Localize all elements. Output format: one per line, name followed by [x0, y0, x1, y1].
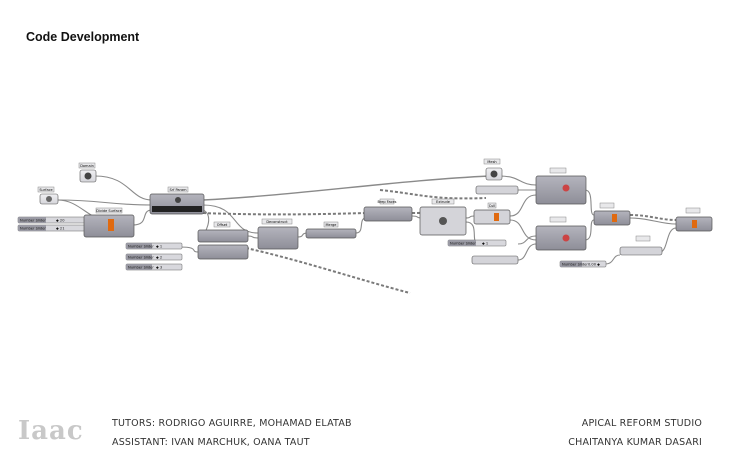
svg-text:Extrude: Extrude [436, 200, 450, 204]
wire [629, 214, 677, 221]
brep-faces-node[interactable]: Brep Faces [363, 198, 413, 222]
wire [584, 219, 595, 241]
wire [94, 175, 153, 201]
surface-param[interactable]: Surface [37, 186, 59, 205]
number-slider-5[interactable]: Number Slider ◆ 3 [125, 263, 183, 271]
wire [509, 194, 537, 217]
svg-text:◆ 1: ◆ 1 [156, 245, 162, 249]
wire [379, 189, 487, 200]
lower-mesh-node[interactable] [471, 255, 519, 265]
srf-param-node[interactable]: Srf Param [149, 186, 205, 215]
domain-node[interactable]: Domain [78, 162, 97, 183]
svg-text:Deconstruct: Deconstruct [266, 220, 288, 224]
merge-node[interactable]: Merge [305, 221, 357, 239]
svg-text:Number Slider: Number Slider [450, 242, 476, 246]
svg-text:◆ 1: ◆ 1 [482, 242, 488, 246]
footer-tutors: TUTORS: RODRIGO AGUIRRE, MOHAMAD ELATAB [112, 418, 352, 429]
svg-text:Divide Surface: Divide Surface [96, 209, 122, 213]
svg-text:0.00 ◆: 0.00 ◆ [588, 263, 600, 267]
wire [509, 219, 537, 241]
svg-text:◆ 20: ◆ 20 [56, 219, 65, 223]
svg-text:◆ 2: ◆ 2 [156, 256, 162, 260]
svg-text:Number Slider: Number Slider [128, 245, 154, 249]
right-lower-node[interactable] [535, 216, 587, 251]
extrude-node[interactable]: Extrude [419, 198, 467, 236]
wire [202, 204, 259, 234]
svg-text:Surface: Surface [39, 188, 52, 192]
page-title: Code Development [26, 30, 140, 44]
number-slider-2[interactable]: Number Slider ◆ 21 [17, 224, 91, 232]
number-slider-3[interactable]: Number Slider ◆ 1 [125, 242, 183, 250]
wire [179, 246, 199, 253]
svg-text:Number Slider: Number Slider [562, 263, 588, 267]
mesh-node-top[interactable]: Mesh [475, 158, 519, 195]
svg-text:Number Slider: Number Slider [128, 266, 154, 270]
svg-text:Number Slider: Number Slider [20, 227, 46, 231]
wire [499, 175, 537, 186]
svg-text:Number Slider: Number Slider [128, 256, 154, 260]
right-upper-node[interactable] [535, 167, 587, 205]
wire [465, 215, 475, 219]
offset-node[interactable]: Offset [197, 221, 249, 260]
svg-text:Mesh: Mesh [487, 160, 496, 164]
join-node[interactable] [593, 202, 631, 226]
wire [604, 254, 621, 265]
output-node[interactable] [675, 207, 713, 232]
number-slider-6[interactable]: Number Slider ◆ 1 [447, 239, 507, 247]
number-slider-7[interactable]: Number Slider 0.00 ◆ [559, 260, 607, 268]
footer-assistant: ASSISTANT: IVAN MARCHUK, OANA TAUT [112, 437, 310, 448]
svg-text:Cull: Cull [489, 204, 496, 208]
wire [202, 175, 491, 201]
wire [629, 217, 677, 225]
move-node[interactable] [619, 235, 663, 256]
svg-text:Number Slider: Number Slider [20, 219, 46, 223]
wire [132, 209, 153, 226]
number-slider-1[interactable]: Number Slider ◆ 20 [17, 216, 91, 224]
svg-text:◆ 21: ◆ 21 [56, 227, 64, 231]
wire [517, 235, 537, 245]
svg-text:Domain: Domain [80, 164, 94, 168]
wire [659, 227, 677, 253]
footer-author: CHAITANYA KUMAR DASARI [568, 437, 702, 448]
iaac-logo: Iaac [18, 416, 84, 446]
svg-text:◆ 3: ◆ 3 [156, 266, 162, 270]
number-slider-4[interactable]: Number Slider ◆ 2 [125, 253, 183, 261]
divide-surface-node[interactable]: Divide Surface [83, 207, 135, 238]
wire [245, 247, 411, 294]
footer-studio: APICAL REFORM STUDIO [581, 418, 702, 429]
wire [517, 243, 537, 261]
svg-text:Brep Faces: Brep Faces [378, 200, 397, 204]
wire [584, 189, 595, 216]
svg-text:Merge: Merge [326, 223, 337, 227]
deconstruct-node[interactable]: Deconstruct [257, 218, 299, 250]
cull-node[interactable]: Cull [473, 202, 511, 225]
wire [247, 235, 259, 239]
svg-text:Srf Param: Srf Param [169, 188, 187, 192]
wire [57, 199, 153, 206]
svg-text:Offset: Offset [217, 223, 228, 227]
